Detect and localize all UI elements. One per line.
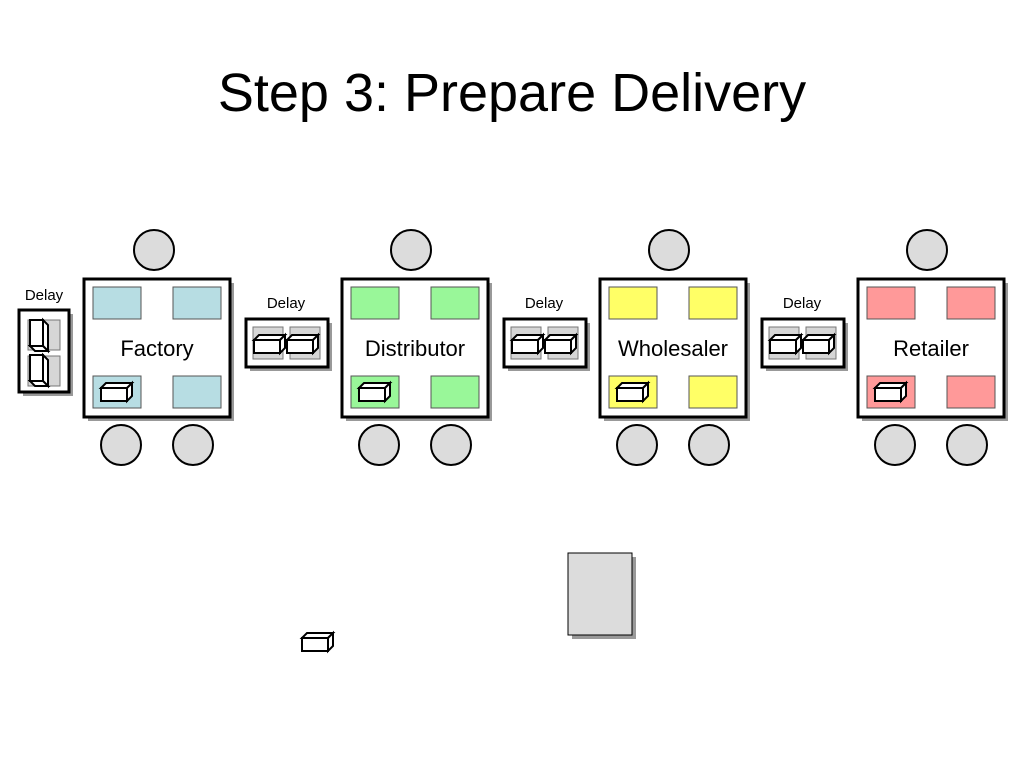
shipping-delay-3: Delay [760,295,848,371]
inventory-slot [688,286,738,320]
factory-production-delay: Delay [17,287,73,396]
slide-title: Step 3: Prepare Delivery [217,63,807,123]
shipping-delay-2: Delay [502,295,590,371]
player-circle [358,424,400,466]
station-label-factory: Factory [120,336,193,361]
delay-label: Delay [783,295,822,312]
shipment-crate [614,380,651,404]
shipment-crate [509,332,546,356]
inventory-slot [172,375,222,409]
inventory-slot [946,375,996,409]
inventory-slot [608,286,658,320]
order-card [567,552,636,639]
station-distributor: Distributor [340,229,492,466]
delay-label: Delay [525,295,564,312]
inventory-slot [172,286,222,320]
player-circle [906,229,948,271]
shipment-crate [542,332,579,356]
station-wholesaler: Wholesaler [598,229,750,466]
player-circle [688,424,730,466]
player-circle [946,424,988,466]
inventory-slot [946,286,996,320]
inventory-slot [688,375,738,409]
station-factory: Factory [82,229,234,466]
shipment-crate [284,332,321,356]
inventory-slot [92,286,142,320]
shipment-crate [767,332,804,356]
delay-label: Delay [25,287,64,304]
player-circle [100,424,142,466]
station-label-distributor: Distributor [365,336,465,361]
player-circle [874,424,916,466]
player-circle [616,424,658,466]
shipping-delay-1: Delay [244,295,332,371]
player-circle [648,229,690,271]
loose-shipment-crate [299,630,336,654]
shipment-crate [98,380,135,404]
player-circle [133,229,175,271]
shipment-crate [800,332,837,356]
shipment-crate [27,317,51,354]
delay-label: Delay [267,295,306,312]
inventory-slot [350,286,400,320]
shipment-crate [872,380,909,404]
shipment-crate [27,352,51,389]
player-circle [172,424,214,466]
shipment-crate [251,332,288,356]
shipment-crate [356,380,393,404]
player-circle [390,229,432,271]
player-circle [430,424,472,466]
station-label-wholesaler: Wholesaler [618,336,728,361]
station-label-retailer: Retailer [893,336,969,361]
station-retailer: Retailer [856,229,1008,466]
inventory-slot [430,286,480,320]
inventory-slot [866,286,916,320]
inventory-slot [430,375,480,409]
